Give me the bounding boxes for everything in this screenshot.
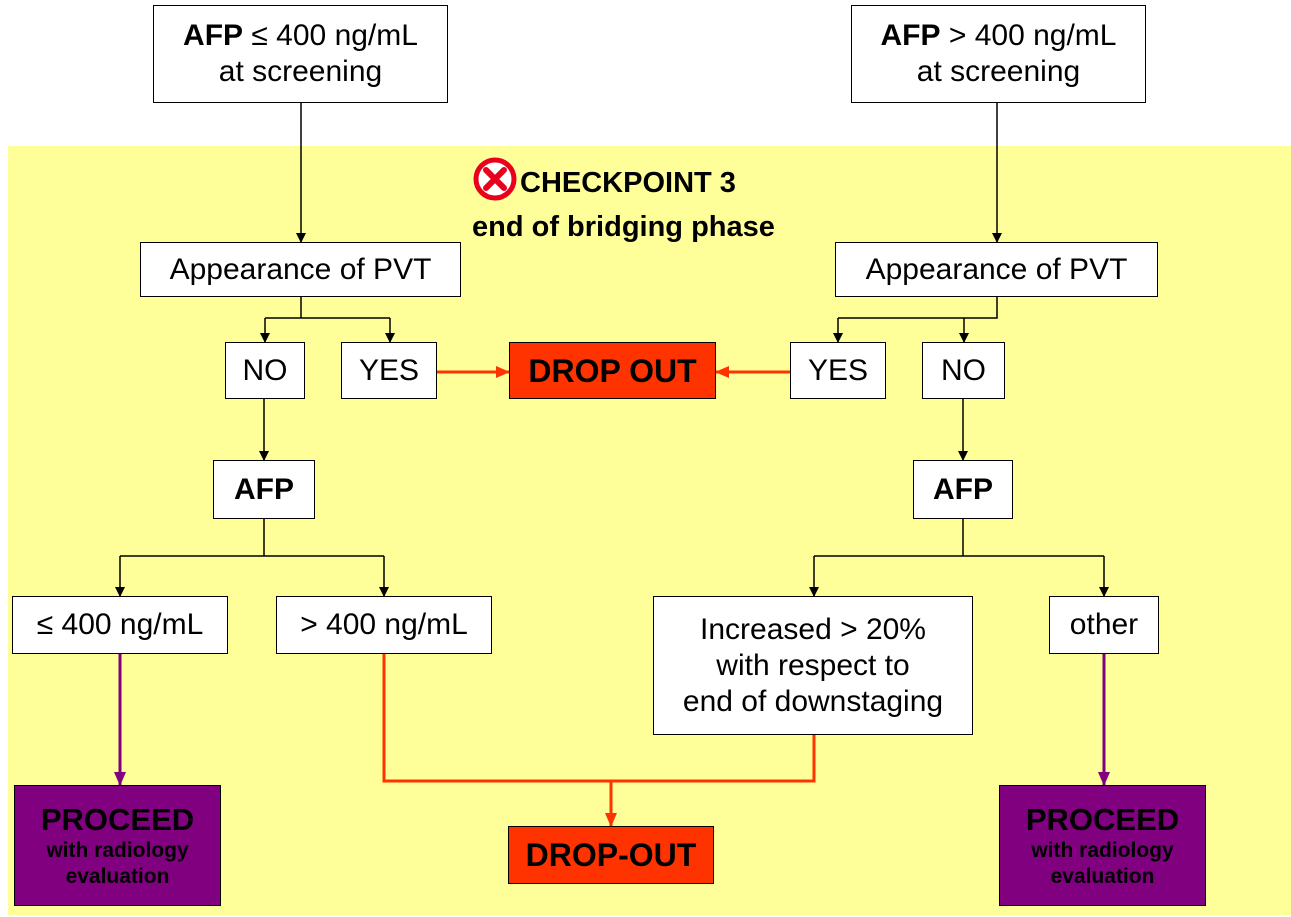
right-no-box: NO bbox=[922, 342, 1005, 399]
drop-out-text: DROP-OUT bbox=[525, 837, 697, 873]
proceed-title: PROCEED bbox=[40, 801, 195, 837]
afp-label: AFP bbox=[183, 19, 244, 52]
afp-low-box: ≤ 400 ng/mL bbox=[12, 596, 228, 654]
no-text: NO bbox=[941, 353, 986, 387]
other-text: other bbox=[1069, 608, 1139, 641]
increased-line1: Increased > 20% bbox=[700, 612, 926, 646]
proceed-title: PROCEED bbox=[1025, 801, 1180, 837]
yes-text: YES bbox=[807, 353, 869, 387]
left-pvt-box: Appearance of PVT bbox=[140, 242, 461, 297]
proceed-line2: with radiology bbox=[46, 838, 189, 862]
proceed-line3: evaluation bbox=[65, 864, 170, 888]
afp-high-screening-box: AFP > 400 ng/mL at screening bbox=[851, 5, 1146, 103]
checkpoint-subtitle: end of bridging phase bbox=[472, 211, 775, 243]
left-yes-box: YES bbox=[341, 342, 437, 399]
drop-out-box: DROP OUT bbox=[509, 342, 716, 399]
other-box: other bbox=[1049, 596, 1159, 654]
right-pvt-box: Appearance of PVT bbox=[835, 242, 1158, 297]
right-proceed-box: PROCEED with radiology evaluation bbox=[999, 785, 1206, 906]
yes-text: YES bbox=[358, 353, 420, 387]
checkpoint-name: CHECKPOINT 3 bbox=[520, 167, 736, 199]
right-pvt-split bbox=[838, 297, 998, 319]
screening-text: at screening bbox=[218, 55, 383, 88]
pvt-text: Appearance of PVT bbox=[169, 252, 432, 286]
threshold-text: > 400 ng/mL bbox=[300, 608, 468, 641]
afp-text: AFP bbox=[933, 472, 993, 506]
left-pvt-split bbox=[265, 297, 390, 319]
red-merge-to-drop-out bbox=[382, 654, 816, 783]
cross-circle-icon bbox=[472, 156, 518, 210]
pvt-text: Appearance of PVT bbox=[865, 252, 1128, 286]
proceed-line2: with radiology bbox=[1031, 838, 1174, 862]
left-proceed-box: PROCEED with radiology evaluation bbox=[14, 785, 221, 906]
checkpoint-title: CHECKPOINT 3 end of bridging phase bbox=[472, 156, 852, 244]
no-text: NO bbox=[242, 353, 288, 387]
drop-out-bottom-box: DROP-OUT bbox=[508, 826, 714, 884]
drop-out-text: DROP OUT bbox=[528, 352, 697, 389]
increased-line3: end of downstaging bbox=[682, 684, 944, 718]
afp-threshold-text: > 400 ng/mL bbox=[948, 19, 1117, 52]
afp-text: AFP bbox=[234, 472, 294, 506]
increased-line2: with respect to bbox=[716, 648, 910, 682]
afp-low-screening-box: AFP ≤ 400 ng/mL at screening bbox=[153, 5, 448, 103]
increased-box: Increased > 20% with respect to end of d… bbox=[653, 596, 973, 735]
right-afp-box: AFP bbox=[913, 460, 1013, 519]
afp-label: AFP bbox=[880, 19, 941, 52]
left-no-box: NO bbox=[225, 342, 305, 399]
left-afp-box: AFP bbox=[213, 460, 315, 519]
proceed-line3: evaluation bbox=[1050, 864, 1155, 888]
threshold-text: ≤ 400 ng/mL bbox=[36, 608, 204, 641]
screening-text: at screening bbox=[916, 55, 1081, 88]
afp-high-box: > 400 ng/mL bbox=[276, 596, 492, 654]
right-yes-box: YES bbox=[790, 342, 886, 399]
afp-threshold-text: ≤ 400 ng/mL bbox=[251, 19, 418, 52]
